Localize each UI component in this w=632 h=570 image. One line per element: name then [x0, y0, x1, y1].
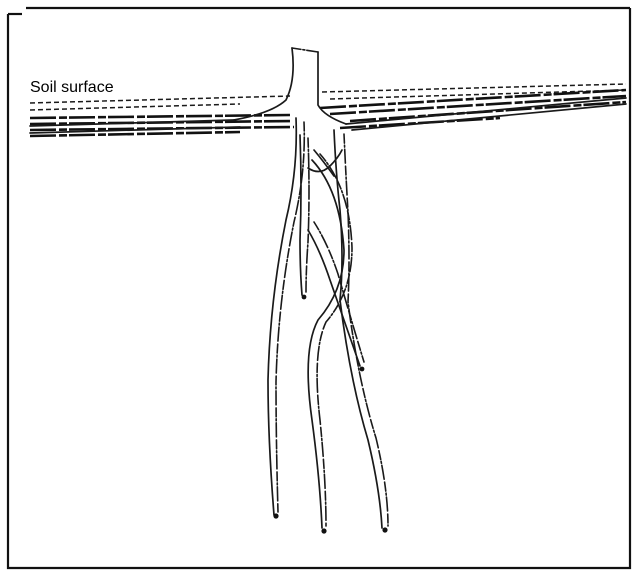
- root-tip: [321, 528, 326, 533]
- root-center: [308, 154, 352, 534]
- root-tip: [382, 527, 387, 532]
- root-tip: [302, 295, 307, 300]
- root-short-inner: [300, 135, 309, 299]
- plant-stem: [234, 48, 346, 124]
- root-tip: [360, 367, 365, 372]
- soil-surface-label: Soil surface: [30, 79, 114, 96]
- root-left: [268, 118, 304, 519]
- root-crossing: [308, 222, 364, 371]
- root-tip: [273, 513, 278, 518]
